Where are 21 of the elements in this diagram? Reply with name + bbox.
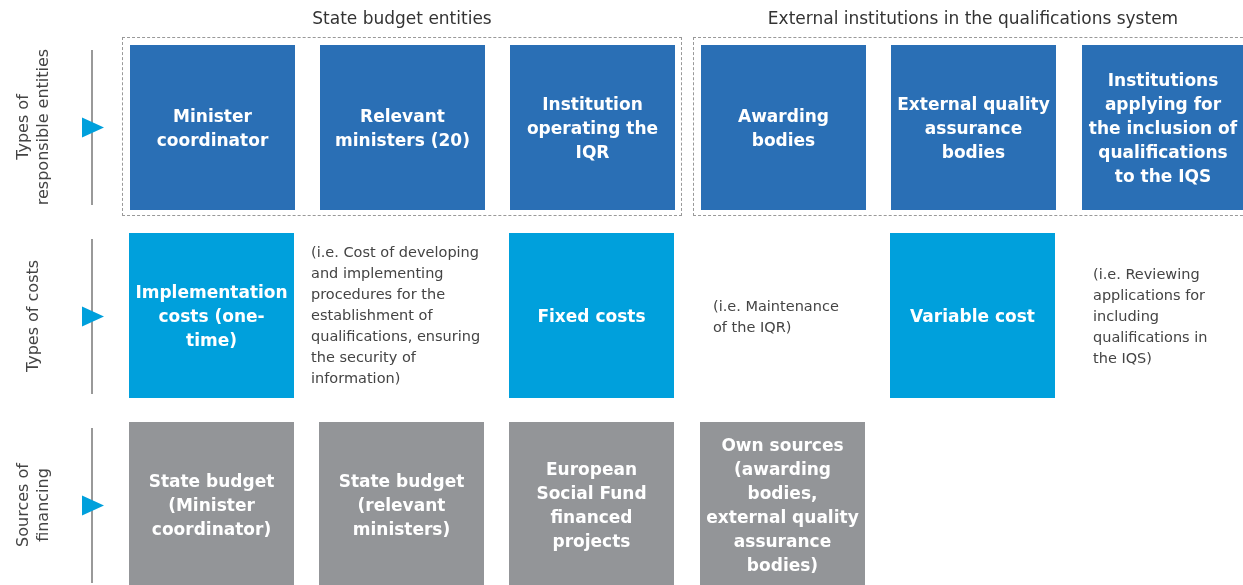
group-heading: State budget entities <box>311 8 493 28</box>
description-text: (i.e. Maintenance of the IQR) <box>713 297 840 337</box>
row-heading: Types of responsible entities <box>13 47 53 207</box>
row-heading: Types of costs <box>23 259 43 372</box>
entity-box: External quality assurance bodies <box>891 45 1056 210</box>
description-text: (i.e. Reviewing applications for including qualifications in the IQS) <box>1093 265 1209 368</box>
description-text: (i.e. Cost of developing and implementing procedures for the establishment of qualifications, ensuring the security of information) <box>311 243 482 388</box>
cost-box: Implementation costs (one-time) <box>129 233 294 398</box>
entity-box: Institution operating the IQR <box>510 45 675 210</box>
group-heading: External institutions in the qualifications system <box>766 8 1180 28</box>
entity-box: Awarding bodies <box>701 45 866 210</box>
cost-box: Fixed costs <box>509 233 674 398</box>
financing-box: State budget (Minister coordinator) <box>129 422 294 585</box>
row-heading: Sources of financing <box>13 461 53 549</box>
cost-box: Variable cost <box>890 233 1055 398</box>
financing-box: State budget (relevant ministers) <box>319 422 484 585</box>
entity-box: Relevant ministers (20) <box>320 45 485 210</box>
entity-box: Minister coordinator <box>130 45 295 210</box>
financing-box: European Social Fund financed projects <box>509 422 674 585</box>
financing-box: Own sources (awarding bodies, external quality assurance bodies) <box>700 422 865 585</box>
entity-box: Institutions applying for the inclusion of qualifications to the IQS <box>1082 45 1243 210</box>
